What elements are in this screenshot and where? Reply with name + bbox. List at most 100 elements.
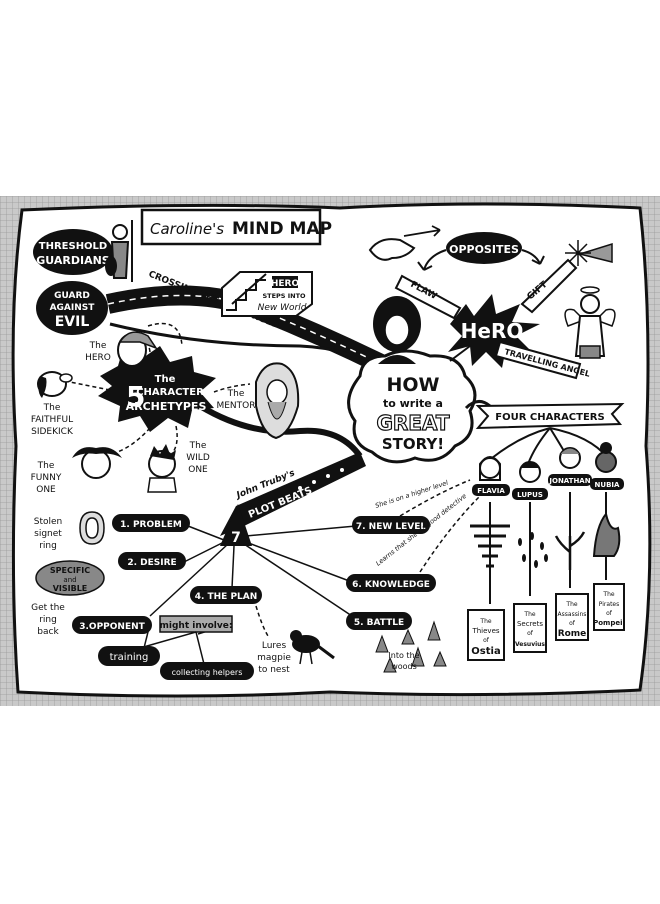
lupus-icon [519, 461, 541, 483]
funny-line2: FUNNY [31, 473, 62, 483]
book-3-l4: Rome [558, 629, 587, 639]
center-line2: to write a [383, 397, 443, 410]
book-2: The Secrets of Vesuvius [513, 603, 547, 653]
title-prefix: Caroline's [150, 220, 224, 238]
box-line1: HERO [271, 279, 300, 289]
new-level-dashed-link [399, 479, 471, 517]
getring-line2: ring [39, 615, 57, 625]
funny-line3: ONE [36, 485, 56, 495]
specific-line3: VISIBLE [53, 584, 88, 593]
archetype-snake-line [198, 403, 363, 458]
lures-line3: to nest [258, 665, 290, 675]
opposites-arrow-right-icon [521, 249, 545, 265]
specific-visible-bubble: SPECIFIC and VISIBLE [35, 560, 105, 596]
woods-trees-icon [375, 620, 447, 673]
book-3: The Assassins of Rome [555, 593, 589, 641]
helpers-bubble: collecting helpers [160, 662, 254, 680]
mentor-line1: The [227, 389, 245, 399]
book-1-l3: of [483, 637, 490, 644]
archetypes-line1: The [155, 374, 176, 385]
threshold-road-curve [109, 322, 381, 373]
specific-line1: SPECIFIC [50, 566, 90, 575]
center-line4: STORY! [382, 435, 444, 453]
center-line1: HOW [386, 374, 439, 396]
threshold-guardians-bubble: THRESHOLD GUARDIANS [33, 229, 113, 275]
plant-icon [554, 531, 586, 570]
wild-line2: WILD [186, 453, 210, 463]
opposites-label: OPPOSITES [449, 243, 519, 256]
beat-1-label: 1. PROBLEM [120, 520, 182, 530]
book-1: The Thieves of Ostia [467, 609, 505, 661]
hero-character-icon [117, 331, 158, 367]
guardian-soldier-icon [105, 220, 133, 282]
opposites-bubble: OPPOSITES [446, 232, 522, 264]
funny-line1: The [37, 461, 55, 471]
name-jonathan: JONATHAN [548, 477, 590, 485]
beat-3-label: 3.OPPONENT [79, 622, 145, 632]
magpie-icon [290, 630, 335, 665]
book-4-l4: Pompeii [593, 619, 625, 627]
archetypes-line2: CHARACTER [136, 387, 204, 398]
beat-5-battle: 5. BATTLE [346, 612, 412, 630]
dog-sidekick-icon [37, 371, 73, 398]
book-4-l3: of [606, 610, 613, 617]
name-nubia: NUBIA [595, 481, 620, 489]
hero-label: HeRO [461, 319, 524, 343]
stolen-line1: Stolen [34, 517, 63, 527]
archetypes-line3: ARCHETYPES [126, 400, 207, 413]
book-2-l4: Vesuvius [515, 641, 545, 648]
travelling-angel-icon [564, 286, 616, 359]
archetypes-number: 5 [126, 380, 145, 413]
stolen-line3: ring [39, 541, 57, 551]
getring-line1: Get the [31, 603, 65, 613]
woods-line2: woods [391, 662, 417, 671]
book-3-l1: The [565, 601, 577, 608]
four-characters-banner: FOUR CHARACTERS [475, 402, 625, 430]
jonathan-icon [559, 447, 581, 469]
sparkle-icon [565, 240, 591, 266]
center-hero-link [449, 345, 471, 362]
book-2-l3: of [527, 630, 534, 637]
opposites-arrow-left-icon [417, 249, 447, 271]
beat-2-desire: 2. DESIRE [118, 552, 186, 570]
wild-character-icon [147, 444, 177, 493]
sidekick-line1: The [43, 403, 61, 413]
comet-icon [577, 242, 613, 263]
guardians-line2: GUARDIANS [36, 254, 110, 267]
beat-5-label: 5. BATTLE [354, 618, 404, 628]
tornado-icon [470, 524, 510, 568]
getring-line3: back [37, 627, 59, 637]
guard-line2: AGAINST [50, 303, 96, 313]
hero-char-line1: The [89, 341, 107, 351]
book-1-l2: Thieves [471, 627, 499, 635]
four-characters-label: FOUR CHARACTERS [495, 412, 604, 423]
beat-7-new-level: 7. NEW LEVEL [352, 516, 430, 534]
book-3-l2: Assassins [558, 611, 587, 618]
mentor-line2: MENTOR [216, 401, 255, 411]
training-bubble: training [98, 646, 160, 666]
funny-character-icon [72, 447, 122, 479]
hero-char-line2: HERO [85, 353, 111, 363]
beat-3-opponent: 3.OPPONENT [72, 616, 152, 634]
central-idea-bubble: HOW to write a GREAT STORY! [347, 349, 477, 464]
book-4-l1: The [602, 591, 614, 598]
heel-foot-icon [368, 238, 416, 261]
mentor-character-icon [255, 362, 300, 440]
book-1-l1: The [479, 618, 491, 625]
rain-drops-icon [518, 532, 548, 568]
knowledge-dashed-link [419, 495, 481, 573]
signet-ring-icon [79, 511, 105, 545]
wild-line3: ONE [188, 465, 208, 475]
stairs-arrow-icon [231, 273, 267, 305]
might-involve-box: might involve: [159, 615, 233, 633]
archetypes-starburst: 5 The CHARACTER ARCHETYPES [98, 346, 216, 432]
might-label: might involve: [160, 621, 233, 631]
lures-line2: magpie [257, 653, 291, 663]
box-line2: STEPS INTO [262, 292, 306, 300]
specific-line2: and [63, 576, 76, 584]
center-line3: GREAT [376, 411, 449, 435]
beat-4-label: 4. THE PLAN [195, 592, 258, 602]
wild-line1: The [189, 441, 207, 451]
flavia-icon [479, 456, 501, 481]
nubia-icon [595, 442, 617, 473]
